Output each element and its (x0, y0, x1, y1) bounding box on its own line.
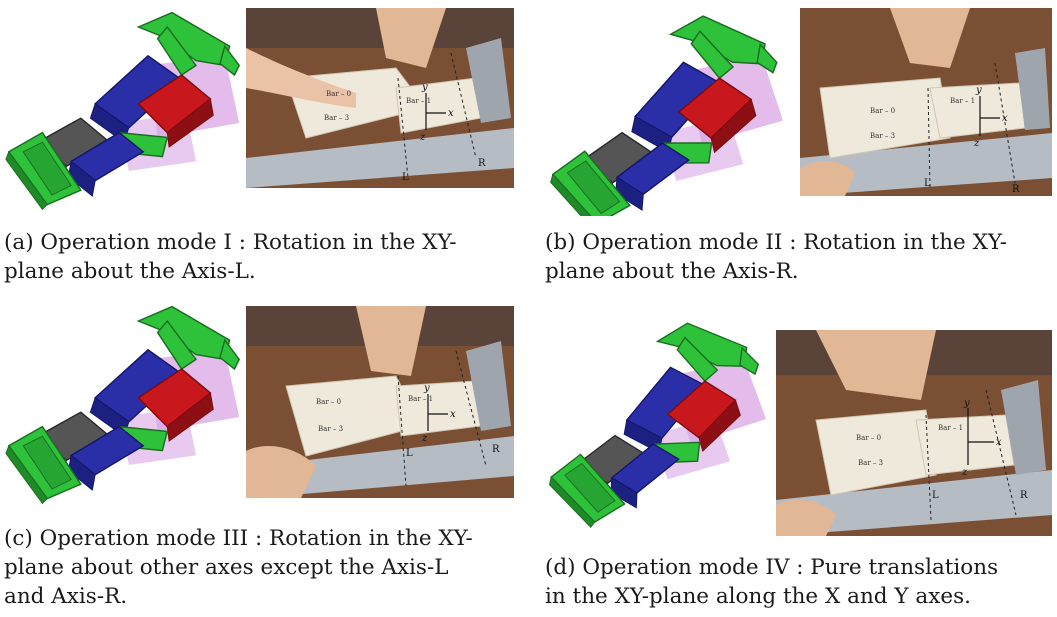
caption-c: (c) Operation mode III : Rotation in the… (4, 524, 512, 611)
caption-line: plane about other axes except the Axis-L (4, 555, 449, 580)
bar0-label: Bar – 0 (316, 398, 341, 406)
bar3-label: Bar – 3 (318, 425, 343, 433)
caption-line: (b) Operation mode II : Rotation in the … (545, 230, 1008, 255)
x-label: x (448, 108, 454, 119)
bar3-label: Bar – 3 (870, 132, 895, 140)
axis-l-label: L (924, 178, 931, 189)
y-label: y (963, 398, 970, 409)
axis-r-label: R (478, 158, 486, 169)
y-label: y (423, 383, 430, 394)
photo-a: Bar – 0 Bar – 3 Bar – 1 y x z L R (246, 8, 514, 188)
cad-model-c (5, 305, 240, 505)
axis-l-label: L (402, 172, 409, 183)
bar0-label: Bar – 0 (326, 90, 351, 98)
photo-c: Bar – 0 Bar – 3 Bar – 1 y x z L R (246, 306, 514, 498)
y-label: y (975, 85, 982, 96)
caption-d: (d) Operation mode IV : Pure translation… (545, 553, 1052, 611)
bar1-label: Bar – 1 (938, 424, 963, 432)
x-label: x (450, 409, 456, 420)
axis-r-label: R (1012, 184, 1020, 195)
bar3-label: Bar – 3 (324, 114, 349, 122)
axis-l-label: L (932, 490, 939, 501)
bar1-label: Bar – 1 (950, 97, 975, 105)
cad-model-a (5, 11, 240, 211)
caption-line: (d) Operation mode IV : Pure translation… (545, 555, 999, 580)
bar0-label: Bar – 0 (856, 434, 881, 442)
axis-r-label: R (492, 444, 500, 455)
caption-a: (a) Operation mode I : Rotation in the X… (4, 228, 512, 286)
z-label: z (419, 132, 426, 143)
caption-line: in the XY-plane along the X and Y axes. (545, 584, 971, 609)
z-label: z (961, 467, 968, 478)
cad-model-b (540, 8, 790, 216)
z-label: z (973, 138, 980, 149)
bar1-label: Bar – 1 (406, 97, 431, 105)
caption-line: (c) Operation mode III : Rotation in the… (4, 526, 473, 551)
x-label: x (996, 437, 1002, 448)
y-label: y (421, 82, 428, 93)
axis-l-label: L (406, 448, 413, 459)
axis-r-label: R (1020, 490, 1028, 501)
photo-d: Bar – 0 Bar – 3 Bar – 1 y x z L R (776, 330, 1052, 536)
x-label: x (1002, 113, 1008, 124)
photo-b: Bar – 0 Bar – 3 Bar – 1 y x z L R (800, 8, 1052, 196)
caption-line: (a) Operation mode I : Rotation in the X… (4, 230, 457, 255)
bar3-label: Bar – 3 (858, 459, 883, 467)
z-label: z (421, 433, 428, 444)
caption-line: plane about the Axis-L. (4, 259, 256, 284)
caption-b: (b) Operation mode II : Rotation in the … (545, 228, 1052, 286)
cad-model-d (540, 318, 770, 528)
caption-line: plane about the Axis-R. (545, 259, 799, 284)
bar1-label: Bar – 1 (408, 395, 433, 403)
bar0-label: Bar – 0 (870, 107, 895, 115)
caption-line: and Axis-R. (4, 584, 128, 609)
